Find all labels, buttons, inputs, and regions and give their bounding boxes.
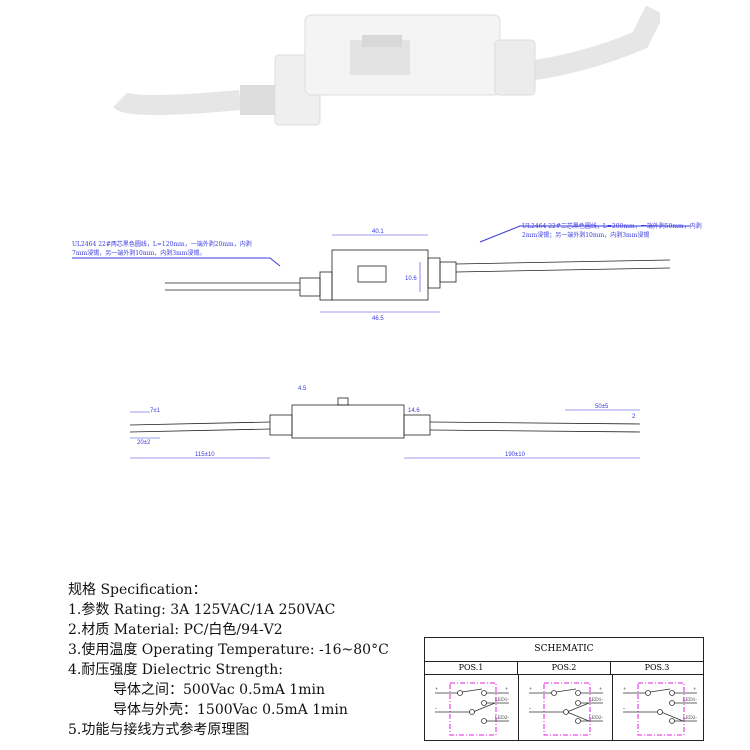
minus-label: - bbox=[529, 706, 531, 712]
dim-strip-left-outer: 20±2 bbox=[137, 440, 151, 446]
cable-note-left: UL2464 22#两芯黑色圆线，L=120mm，一端外剥20mm，内剥 7mm… bbox=[72, 240, 252, 258]
spec-title: 规格 Specification： bbox=[68, 582, 207, 598]
plus-label: + bbox=[693, 687, 697, 693]
plus-label: + bbox=[599, 687, 603, 693]
led1-label: LED1- bbox=[683, 698, 697, 703]
pos-2-diagram: + + - LED1- LED2- bbox=[519, 675, 613, 741]
minus-label: - bbox=[623, 706, 625, 712]
dim-bottom-width: 46.5 bbox=[372, 316, 384, 322]
led2-label: LED2- bbox=[683, 716, 697, 721]
switch-schematic: + + - LED1- LED2- bbox=[529, 682, 603, 736]
specification: 规格 Specification： 1.参数 Rating: 3A 125VAC… bbox=[68, 580, 389, 740]
spec-dielectric-conductors: 导体之间：500Vac 0.5mA 1min bbox=[113, 682, 325, 698]
spec-dielectric-housing: 导体与外壳：1500Vac 0.5mA 1min bbox=[113, 702, 348, 718]
schematic-table: SCHEMATIC POS.1 POS.2 POS.3 + + - LED1- LED2… bbox=[424, 637, 704, 741]
led2-label: LED2- bbox=[495, 716, 509, 721]
dim-height-top: 10.6 bbox=[405, 276, 417, 282]
pos-3-header: POS.3 bbox=[644, 663, 670, 672]
product-photo bbox=[112, 5, 660, 126]
spec-dielectric: 4.耐压强度 Dielectric Strength: bbox=[68, 662, 284, 678]
pos-1-header: POS.1 bbox=[425, 662, 518, 674]
note-line: 7mm浸锡，另一端外剥10mm，内剥3mm浸锡。 bbox=[72, 250, 206, 257]
spec-material: 2.材质 Material: PC/白色/94-V2 bbox=[68, 622, 283, 638]
plus-label: + bbox=[435, 687, 439, 693]
dim-len-left: 115±10 bbox=[195, 452, 215, 458]
spec-wiring: 5.功能与接线方式参考原理图 bbox=[68, 722, 250, 738]
note-line: 2mm浸锡；另一端外剥10mm，内剥3mm浸锡 bbox=[522, 232, 650, 239]
dim-strip-right: 50±5 bbox=[595, 404, 609, 410]
led1-label: LED1- bbox=[495, 698, 509, 703]
minus-label: - bbox=[435, 706, 437, 712]
pos-2-header: POS.2 bbox=[518, 662, 611, 674]
plus-label: + bbox=[505, 687, 509, 693]
technical-drawing: 40.1 46.5 10.6 7±1 20±2 115±10 4.5 14.6 … bbox=[72, 225, 690, 459]
dim-strip-right-inner: 2 bbox=[632, 414, 636, 420]
dim-len-right: 190±10 bbox=[505, 452, 526, 458]
spec-rating: 1.参数 Rating: 3A 125VAC/1A 250VAC bbox=[68, 602, 336, 618]
switch-schematic: + + - LED1- LED2- bbox=[623, 682, 697, 736]
dim-knob: 4.5 bbox=[298, 386, 307, 392]
dim-strip-left: 7±1 bbox=[150, 408, 161, 414]
pos-1-diagram: + + - LED1- LED2- bbox=[425, 675, 519, 741]
plus-label: + bbox=[623, 687, 627, 693]
dim-height-side: 14.6 bbox=[408, 408, 420, 414]
led1-label: LED1- bbox=[589, 698, 603, 703]
pos-3-diagram: + + - LED1- LED2- bbox=[613, 675, 706, 741]
plus-label: + bbox=[529, 687, 533, 693]
spec-temperature: 3.使用温度 Operating Temperature: -16~80°C bbox=[68, 642, 389, 658]
schematic-title: SCHEMATIC bbox=[425, 638, 703, 662]
switch-schematic: + + - LED1- LED2- bbox=[435, 682, 509, 736]
note-line: UL2464 22#两芯黑色圆线，L=120mm，一端外剥20mm，内剥 bbox=[72, 241, 252, 248]
dim-top-width: 40.1 bbox=[372, 229, 384, 235]
led2-label: LED2- bbox=[589, 716, 603, 721]
